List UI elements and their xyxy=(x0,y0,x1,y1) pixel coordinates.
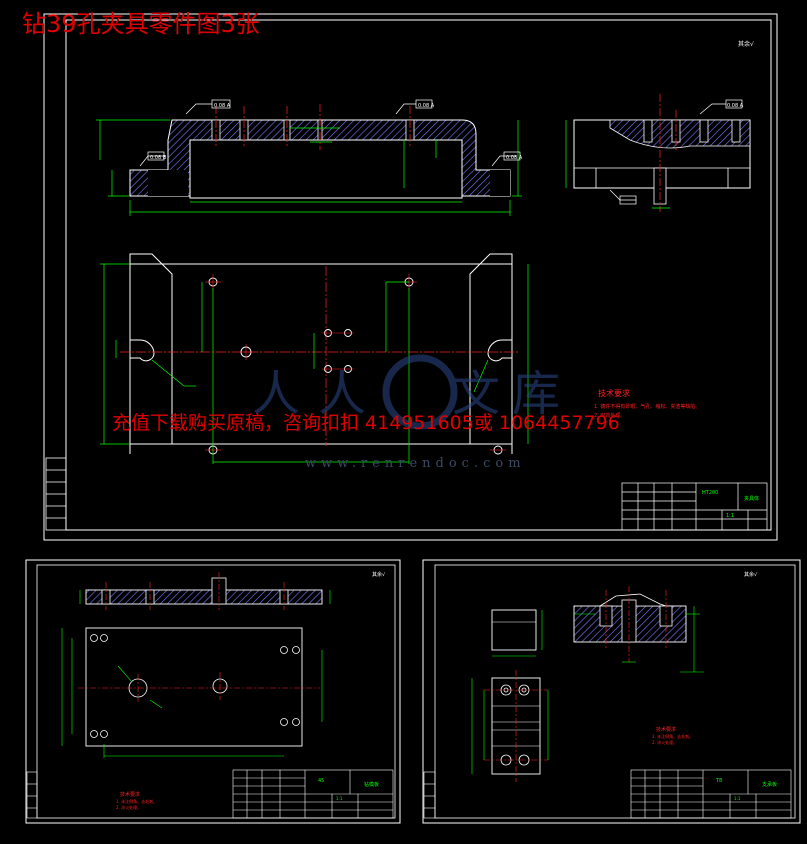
main-roughness-note: 其余√ xyxy=(738,40,754,48)
watermark-char-2: 人 xyxy=(318,366,366,422)
main-top-view xyxy=(100,253,529,464)
left-tech-line-2: 2. 淬火处理。 xyxy=(116,804,141,810)
main-title-scale: 1:1 xyxy=(726,513,734,519)
purchase-notice: 充值下载购买原稿，咨询扣扣 414951605或 1064457796 xyxy=(112,412,620,434)
right-sheet: 其余√ xyxy=(422,559,801,824)
datum-flags xyxy=(139,99,521,167)
right-small-block xyxy=(491,609,543,657)
watermark-char-3: 文 xyxy=(452,366,500,422)
right-plan-view xyxy=(471,670,549,782)
watermark-logo: 人 人 文 库 xyxy=(252,354,560,430)
left-tech-title: 技术要求 xyxy=(120,791,140,798)
left-roughness-note: 其余√ xyxy=(372,571,386,578)
main-tech-notes: 技术要求 1. 铸件不得有砂眼、气孔、缩松、夹渣等缺陷。 2. 时效处理。 xyxy=(594,388,700,419)
main-title-designation: 夹具体 xyxy=(744,495,759,502)
main-title-material: HT200 xyxy=(702,490,718,496)
datum-label-1: 0.08 A xyxy=(214,103,231,109)
main-tech-title: 技术要求 xyxy=(598,388,630,398)
main-title-block xyxy=(621,482,768,531)
right-tech-line-2: 2. 淬火处理。 xyxy=(652,739,677,745)
left-front-section xyxy=(79,572,331,610)
right-tech-line-1: 1. 未注倒角、去毛刺。 xyxy=(652,733,693,739)
main-binding-strip xyxy=(45,457,67,531)
left-title-material: 45 xyxy=(318,778,324,784)
datum-label-3: 0.08 A xyxy=(418,103,435,109)
left-plan-view xyxy=(61,627,323,758)
right-tech-title: 技术要求 xyxy=(656,726,676,733)
datum-label-5: 0.08 A xyxy=(727,103,744,109)
watermark-char-4: 库 xyxy=(512,366,560,422)
watermark-url: www.renrendoc.com xyxy=(305,456,526,471)
datum-label-4: 0.08 A xyxy=(506,155,523,161)
left-title-block xyxy=(232,769,394,819)
main-tech-line-1: 1. 铸件不得有砂眼、气孔、缩松、夹渣等缺陷。 xyxy=(594,403,700,410)
left-tech-line-1: 1. 未注倒角、去毛刺。 xyxy=(116,798,157,804)
right-section-view xyxy=(573,586,704,673)
main-tech-line-2: 2. 时效处理。 xyxy=(594,412,625,419)
right-title-material: T8 xyxy=(715,778,722,784)
datum-label-2: 0.08 B xyxy=(150,155,167,161)
main-sheet-frame xyxy=(65,19,772,531)
main-front-section: 0.08 A 0.08 B 0.08 A 0.08 A xyxy=(96,99,523,216)
main-sheet: 其余√ xyxy=(43,13,778,541)
left-sheet: 其余√ xyxy=(25,559,401,824)
right-title-scale: 1:1 xyxy=(734,796,741,801)
right-title-block xyxy=(630,769,792,819)
left-title-scale: 1:1 xyxy=(336,796,343,801)
left-title-designation: 钻模板 xyxy=(364,781,379,788)
main-side-section: 0.08 A xyxy=(565,94,751,212)
watermark-char-1: 人 xyxy=(252,366,300,422)
page-title: 钻39孔夹具零件图3张 xyxy=(22,10,260,38)
right-roughness-note: 其余√ xyxy=(744,571,758,578)
right-title-designation: 支承板 xyxy=(762,781,777,788)
main-sheet-border xyxy=(43,13,778,541)
